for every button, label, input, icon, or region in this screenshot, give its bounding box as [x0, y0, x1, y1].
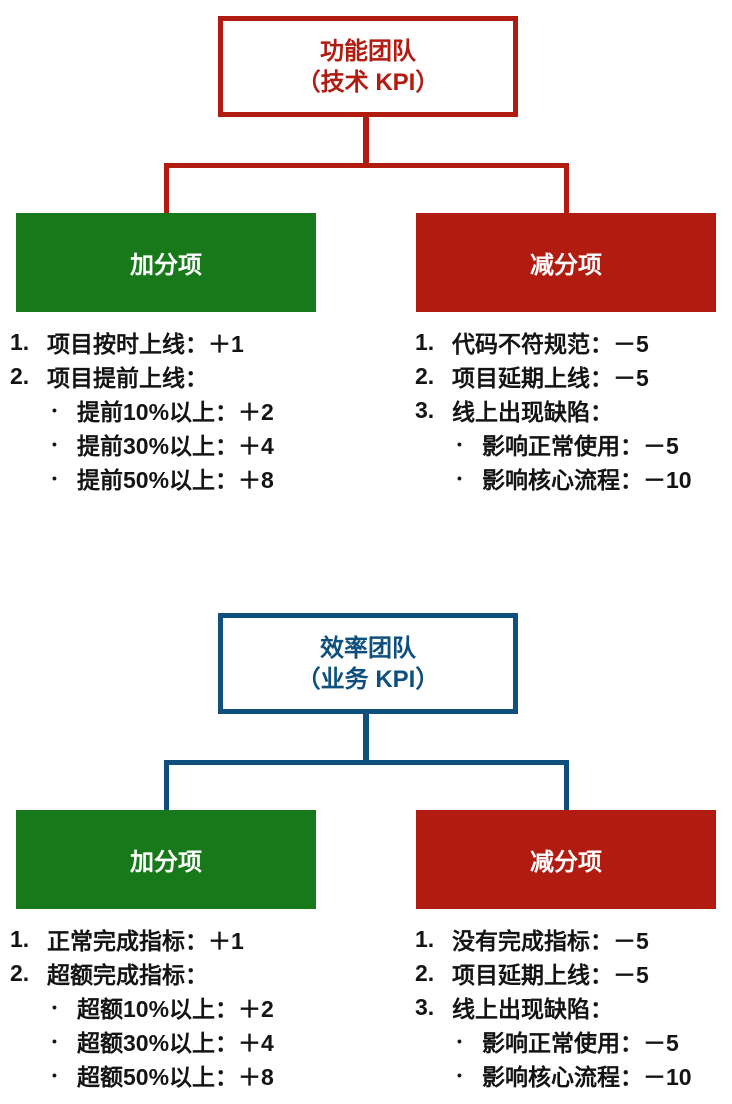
bullet-icon: • — [52, 436, 57, 452]
item-text: 影响正常使用：－5 — [482, 433, 679, 459]
list-item: 1. 没有完成指标：－5 — [405, 922, 732, 956]
plus-list: 1. 正常完成指标：＋1 2. 超额完成指标： • 超额10%以上：＋2 • 超额30%… — [0, 922, 370, 1092]
item-text: 代码不符规范：－5 — [452, 331, 649, 357]
connector-branch-left — [164, 163, 169, 213]
plus-box: 加分项 — [16, 810, 316, 909]
item-text: 超额10%以上：＋2 — [77, 996, 274, 1022]
list-subitem: • 超额50%以上：＋8 — [0, 1058, 370, 1092]
item-text: 超额30%以上：＋4 — [77, 1030, 274, 1056]
connector-branch-left — [164, 760, 169, 810]
bullet-icon: • — [457, 436, 462, 452]
list-subitem: • 超额10%以上：＋2 — [0, 990, 370, 1024]
tree-technical-kpi: 功能团队 （技术 KPI） 加分项 减分项 1. 项目按时上线：＋1 2. 项目提前… — [0, 16, 732, 503]
connector-branch-right — [564, 760, 569, 810]
root-title-line2: （技术 KPI） — [296, 68, 440, 96]
list-item: 1. 项目按时上线：＋1 — [0, 325, 370, 359]
list-subitem: • 影响正常使用：－5 — [405, 427, 732, 461]
item-marker: 1. — [10, 328, 30, 355]
bullet-icon: • — [52, 1067, 57, 1083]
connector-horizontal — [164, 760, 569, 765]
item-marker: 1. — [415, 925, 435, 952]
item-marker: 1. — [10, 925, 30, 952]
list-subitem: • 提前10%以上：＋2 — [0, 393, 370, 427]
connector-stem — [363, 714, 369, 765]
list-item: 2. 项目延期上线：－5 — [405, 956, 732, 990]
list-item: 2. 超额完成指标： — [0, 956, 370, 990]
list-subitem: • 提前50%以上：＋8 — [0, 461, 370, 495]
list-subitem: • 影响核心流程：－10 — [405, 1058, 732, 1092]
root-title-line1: 效率团队 — [320, 634, 416, 662]
connector-stem — [363, 117, 369, 168]
item-text: 正常完成指标：＋1 — [47, 928, 244, 954]
plus-list: 1. 项目按时上线：＋1 2. 项目提前上线： • 提前10%以上：＋2 • 提前30%… — [0, 325, 370, 495]
tree-business-kpi: 效率团队 （业务 KPI） 加分项 减分项 1. 正常完成指标：＋1 2. 超额完成… — [0, 613, 732, 1100]
list-item: 1. 正常完成指标：＋1 — [0, 922, 370, 956]
bullet-icon: • — [52, 402, 57, 418]
root-title-line2: （业务 KPI） — [296, 665, 440, 693]
list-subitem: • 影响正常使用：－5 — [405, 1024, 732, 1058]
item-text: 提前30%以上：＋4 — [77, 433, 274, 459]
minus-box: 减分项 — [416, 213, 716, 312]
bullet-icon: • — [457, 470, 462, 486]
item-text: 项目延期上线：－5 — [452, 365, 649, 391]
minus-list: 1. 没有完成指标：－5 2. 项目延期上线：－5 3. 线上出现缺陷： • 影响正常使… — [405, 922, 732, 1092]
item-marker: 3. — [415, 396, 435, 423]
item-marker: 2. — [10, 959, 30, 986]
item-text: 项目延期上线：－5 — [452, 962, 649, 988]
list-subitem: • 影响核心流程：－10 — [405, 461, 732, 495]
item-text: 超额完成指标： — [47, 962, 208, 988]
bullet-icon: • — [457, 1067, 462, 1083]
list-item: 3. 线上出现缺陷： — [405, 990, 732, 1024]
item-marker: 1. — [415, 328, 435, 355]
plus-box: 加分项 — [16, 213, 316, 312]
minus-list: 1. 代码不符规范：－5 2. 项目延期上线：－5 3. 线上出现缺陷： • 影响正常使… — [405, 325, 732, 495]
root-node-business: 效率团队 （业务 KPI） — [218, 613, 518, 714]
item-text: 超额50%以上：＋8 — [77, 1064, 274, 1090]
connector-branch-right — [564, 163, 569, 213]
item-text: 项目提前上线： — [47, 365, 208, 391]
item-text: 影响核心流程：－10 — [482, 1064, 692, 1090]
item-text: 线上出现缺陷： — [452, 996, 613, 1022]
list-item: 2. 项目延期上线：－5 — [405, 359, 732, 393]
item-text: 提前50%以上：＋8 — [77, 467, 274, 493]
item-text: 项目按时上线：＋1 — [47, 331, 244, 357]
list-item: 3. 线上出现缺陷： — [405, 393, 732, 427]
list-item: 1. 代码不符规范：－5 — [405, 325, 732, 359]
item-text: 线上出现缺陷： — [452, 399, 613, 425]
item-text: 影响核心流程：－10 — [482, 467, 692, 493]
item-text: 影响正常使用：－5 — [482, 1030, 679, 1056]
bullet-icon: • — [457, 1033, 462, 1049]
list-subitem: • 超额30%以上：＋4 — [0, 1024, 370, 1058]
item-marker: 2. — [10, 362, 30, 389]
root-title-line1: 功能团队 — [320, 37, 416, 65]
root-node-technical: 功能团队 （技术 KPI） — [218, 16, 518, 117]
list-item: 2. 项目提前上线： — [0, 359, 370, 393]
item-text: 提前10%以上：＋2 — [77, 399, 274, 425]
bullet-icon: • — [52, 999, 57, 1015]
connector-horizontal — [164, 163, 569, 168]
minus-box: 减分项 — [416, 810, 716, 909]
item-text: 没有完成指标：－5 — [452, 928, 649, 954]
item-marker: 2. — [415, 362, 435, 389]
list-subitem: • 提前30%以上：＋4 — [0, 427, 370, 461]
item-marker: 3. — [415, 993, 435, 1020]
bullet-icon: • — [52, 470, 57, 486]
bullet-icon: • — [52, 1033, 57, 1049]
item-marker: 2. — [415, 959, 435, 986]
